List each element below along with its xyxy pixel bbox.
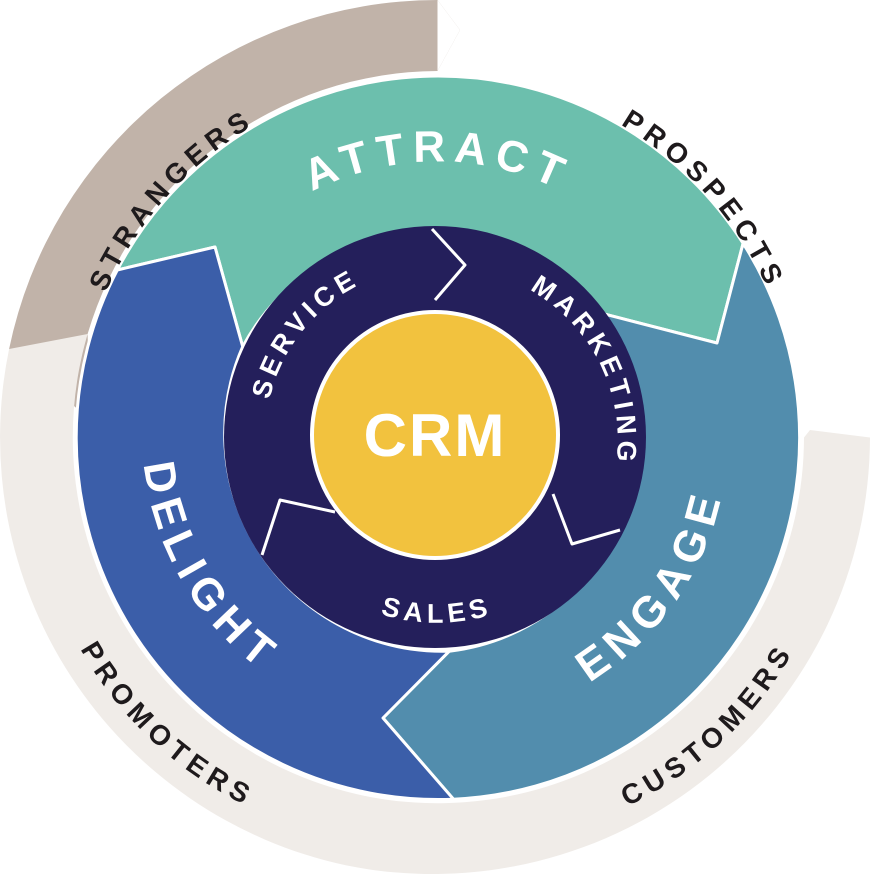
crm-hub	[310, 310, 560, 560]
sales-arrow-divider	[260, 498, 336, 556]
stage-arrows	[74, 74, 802, 802]
crm-label: CRM	[364, 402, 507, 469]
outer-segment-bottom-right	[345, 430, 870, 874]
service-arrow-divider	[430, 227, 467, 301]
marketing-arrow-divider	[551, 493, 621, 546]
outer-divider-top-right	[437, 0, 460, 71]
